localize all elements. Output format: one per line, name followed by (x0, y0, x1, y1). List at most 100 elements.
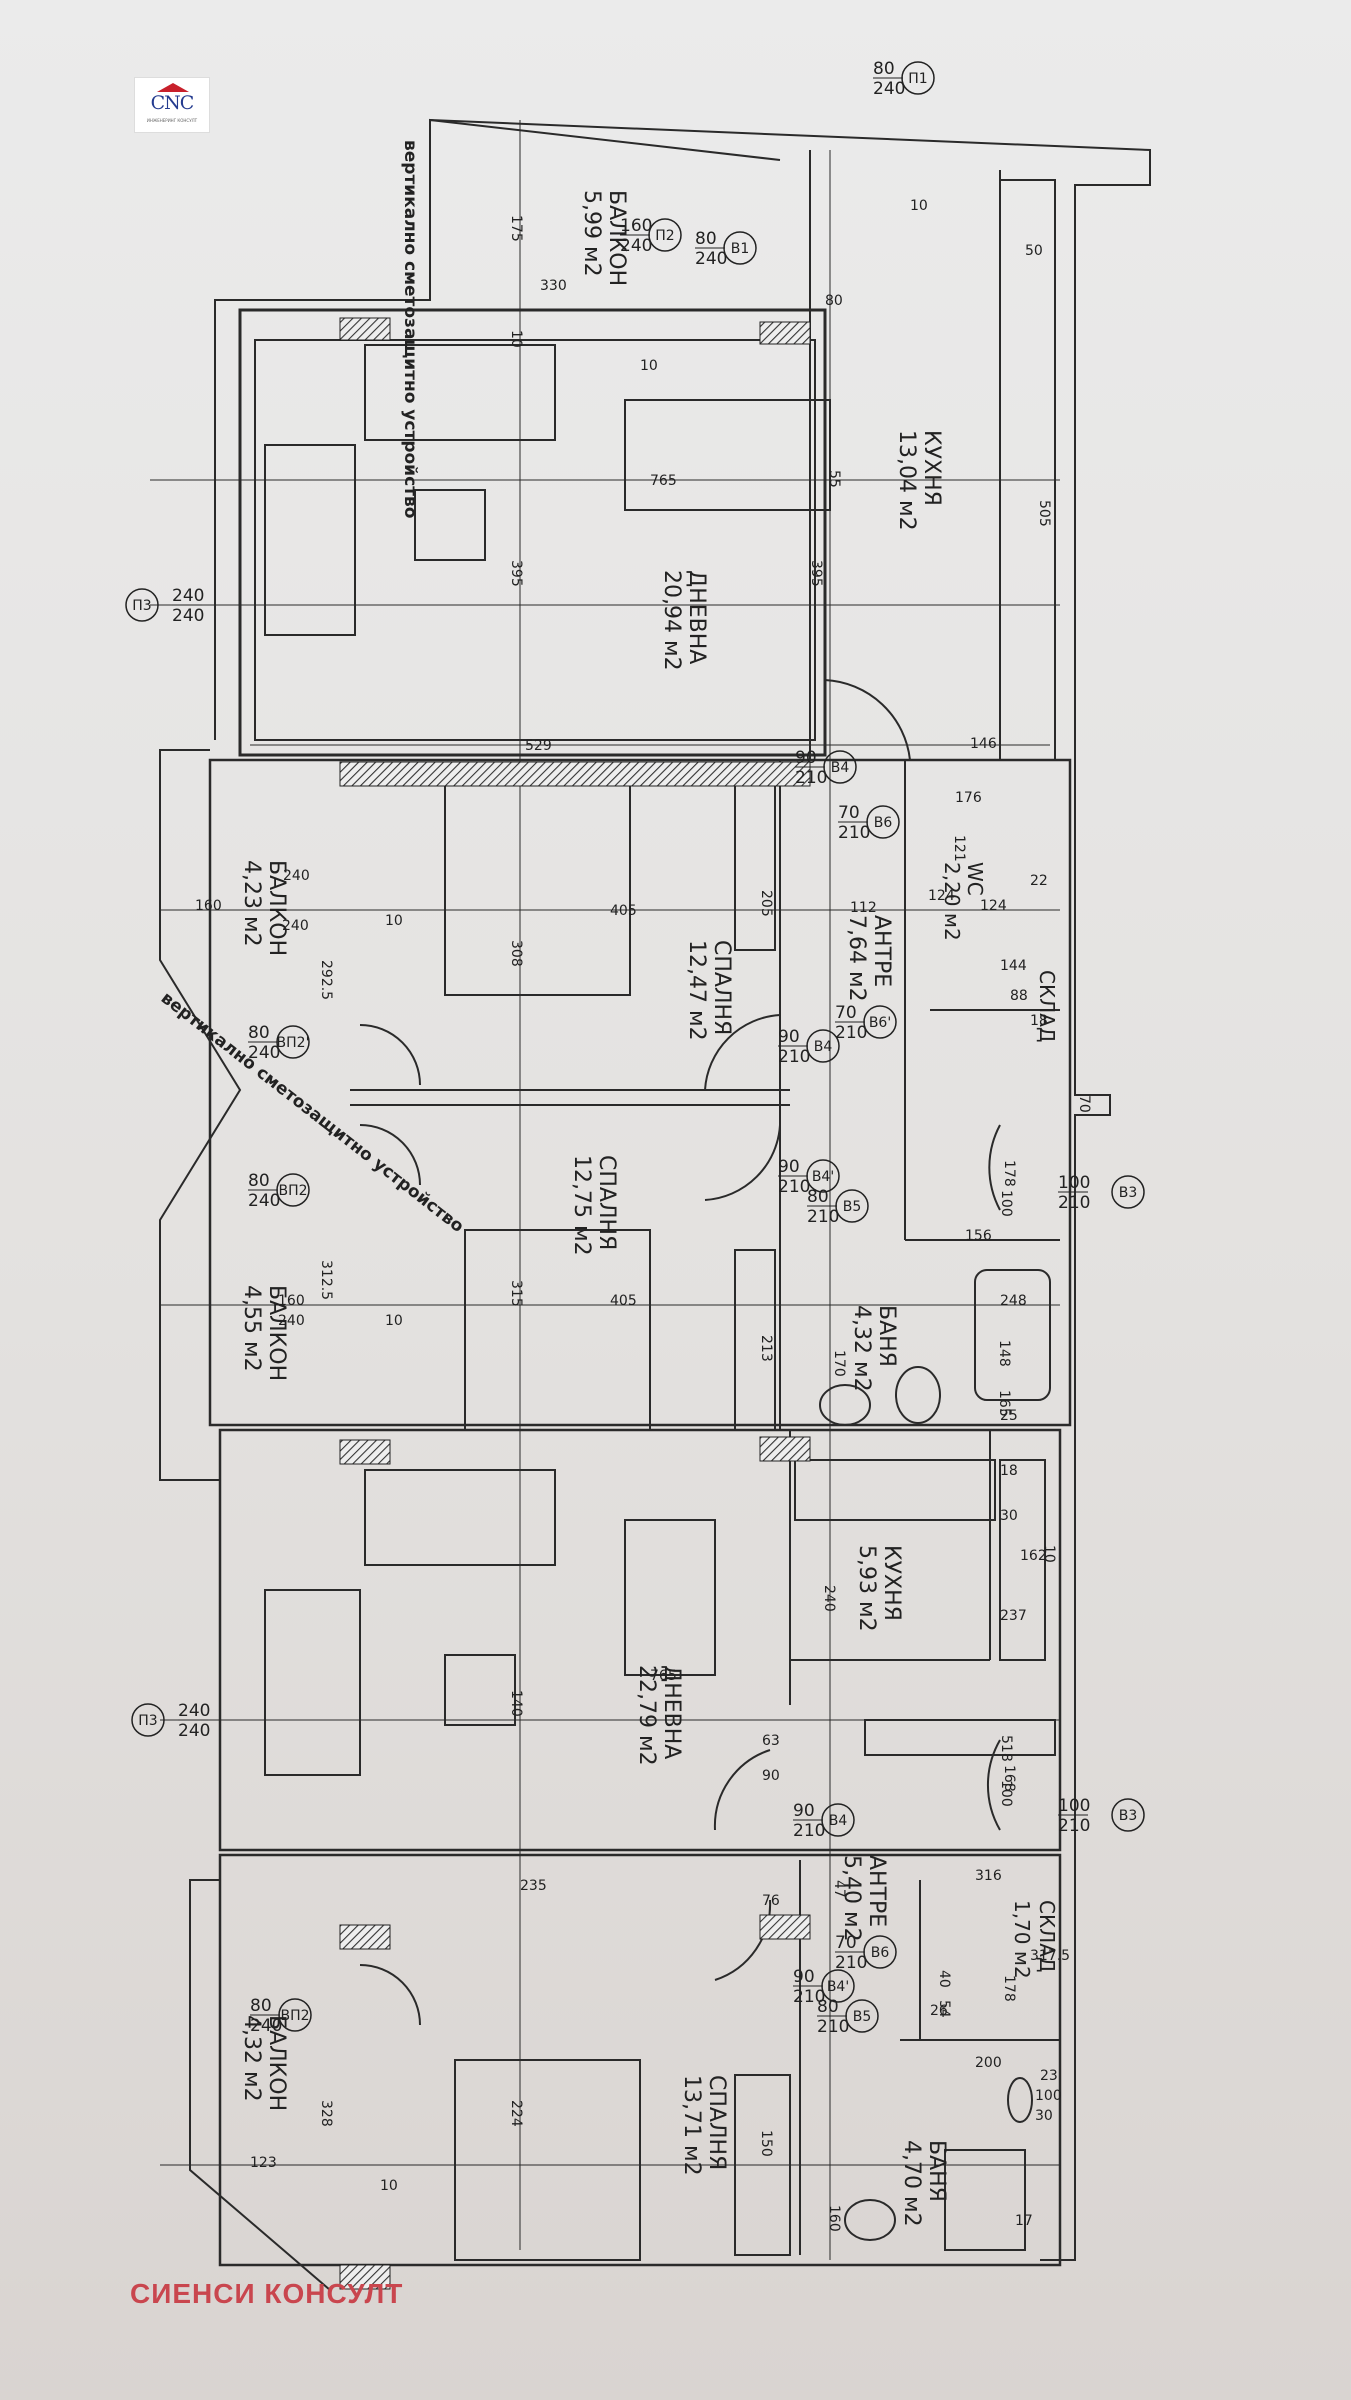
tag-top: 70 (835, 1003, 857, 1023)
tag-top: 80 (817, 1997, 839, 2017)
walls (150, 118, 1151, 2291)
tag-top: 80 (807, 1187, 829, 1207)
tag-top: 100 (1058, 1173, 1090, 1193)
tag-bottom: 210 (807, 1207, 839, 1227)
dimension-label: 518 (998, 1735, 1014, 1762)
dimension-label: 18 (1030, 1013, 1048, 1029)
dimension-label: 237 (1000, 1608, 1027, 1624)
room-area: 2,20 м2 (940, 862, 964, 941)
dimension-label: 395 (808, 560, 824, 587)
tag-bottom: 240 (178, 1721, 210, 1741)
tag-bottom: 210 (778, 1047, 810, 1067)
dimension-label: 23 (1040, 2068, 1058, 2084)
room-name: WC (963, 862, 987, 896)
dimension-label: 505 (1036, 500, 1052, 527)
tag-circle (131, 1703, 165, 1737)
tag-label: П2 (655, 228, 674, 244)
tag-bottom: 240 (248, 1191, 280, 1211)
dimension-label: 50 (1025, 243, 1043, 259)
dimension-label: 405 (610, 903, 637, 919)
dimension-label: 170 (831, 1350, 847, 1377)
tag-bottom: 210 (778, 1177, 810, 1197)
dimension-label: 47 (831, 1880, 847, 1898)
dimension-label: 160 (195, 898, 222, 914)
dimension-label: 25 (1000, 1408, 1018, 1424)
dimension-label: 330 (540, 278, 567, 294)
room-name: СКЛАД (1035, 970, 1059, 1043)
tag-bottom: 210 (835, 1023, 867, 1043)
dimension-label: 240 (278, 1313, 305, 1329)
tag-label: П3 (138, 1713, 157, 1729)
dimension-label: 224 (508, 2100, 524, 2127)
tag-bottom: 240 (695, 249, 727, 269)
dimension-label: 54 (936, 2000, 952, 2018)
dimension-label: 10 (508, 330, 524, 348)
dimension-label: 123 (250, 2155, 277, 2171)
dimension-label: 10 (640, 358, 658, 374)
room-name: КУХНЯ (879, 1545, 904, 1621)
tag-bottom: 210 (1058, 1816, 1090, 1836)
tag-circle (1111, 1798, 1145, 1832)
tag-bottom: 240 (620, 236, 652, 256)
tag-label: В4' (812, 1169, 834, 1185)
logo-roof-icon (157, 83, 189, 92)
room-area: 4,55 м2 (239, 1285, 264, 1372)
dimension-label: 148 (996, 1340, 1012, 1367)
tag-bottom: 240 (873, 79, 905, 99)
tag-bottom: 240 (248, 1043, 280, 1063)
room-area: 4,23 м2 (239, 860, 264, 947)
dimension-label: 121 (951, 835, 967, 862)
notes: вертикално сметозащитно устройство верти… (157, 140, 468, 1237)
tag-label: В5 (853, 2009, 872, 2025)
dimension-label: 55 (826, 470, 842, 488)
tag-top: 100 (1058, 1796, 1090, 1816)
room-name: БАНЯ (924, 2140, 949, 2202)
dimension-label: 315 (508, 1280, 524, 1307)
dimension-label: 213 (758, 1335, 774, 1362)
dimension-label: 405 (610, 1293, 637, 1309)
room-name: СПАЛНЯ (594, 1155, 619, 1250)
dimension-label: 18 (1000, 1463, 1018, 1479)
company-logo: CNC ИНЖЕНЕРИНГ КОНСУЛТ (134, 77, 210, 133)
tag-label: В1 (731, 241, 750, 257)
dimension-label: 10 (1041, 1545, 1057, 1563)
tag-bottom: 210 (817, 2017, 849, 2037)
room-area: 12,47 м2 (684, 940, 709, 1041)
dimension-label: 248 (1000, 1293, 1027, 1309)
room-area: 13,71 м2 (679, 2075, 704, 2176)
dimension-label: 144 (1000, 958, 1027, 974)
room-area: 5,93 м2 (854, 1545, 879, 1632)
tag-label: В3 (1119, 1185, 1138, 1201)
room-area: 20,94 м2 (659, 570, 684, 671)
dimension-label: 22 (1030, 873, 1048, 889)
room-name: СПАЛНЯ (704, 2075, 729, 2170)
dimension-label: 200 (975, 2055, 1002, 2071)
dimension-label: 292.5 (318, 960, 334, 1000)
tag-label: В6 (874, 815, 893, 831)
room-name: ДНЕВНА (659, 1665, 684, 1759)
dimension-label: 124 (980, 898, 1007, 914)
room-area: 4,32 м2 (239, 2015, 264, 2102)
tag-bottom: 210 (793, 1987, 825, 2007)
room-name: БАЛКОН (264, 2015, 289, 2111)
room-area: 4,32 м2 (849, 1305, 874, 1392)
room-name: БАЛКОН (604, 190, 629, 286)
tag-top: 80 (695, 229, 717, 249)
tag-label: В4 (829, 1813, 848, 1829)
room-area: 5,40 м2 (839, 1855, 864, 1942)
dimension-label: 240 (283, 868, 310, 884)
room-name: КУХНЯ (919, 430, 944, 506)
tag-bottom: 210 (795, 768, 827, 788)
room-area: 4,70 м2 (899, 2140, 924, 2227)
dimension-label: 162 (1020, 1548, 1047, 1564)
